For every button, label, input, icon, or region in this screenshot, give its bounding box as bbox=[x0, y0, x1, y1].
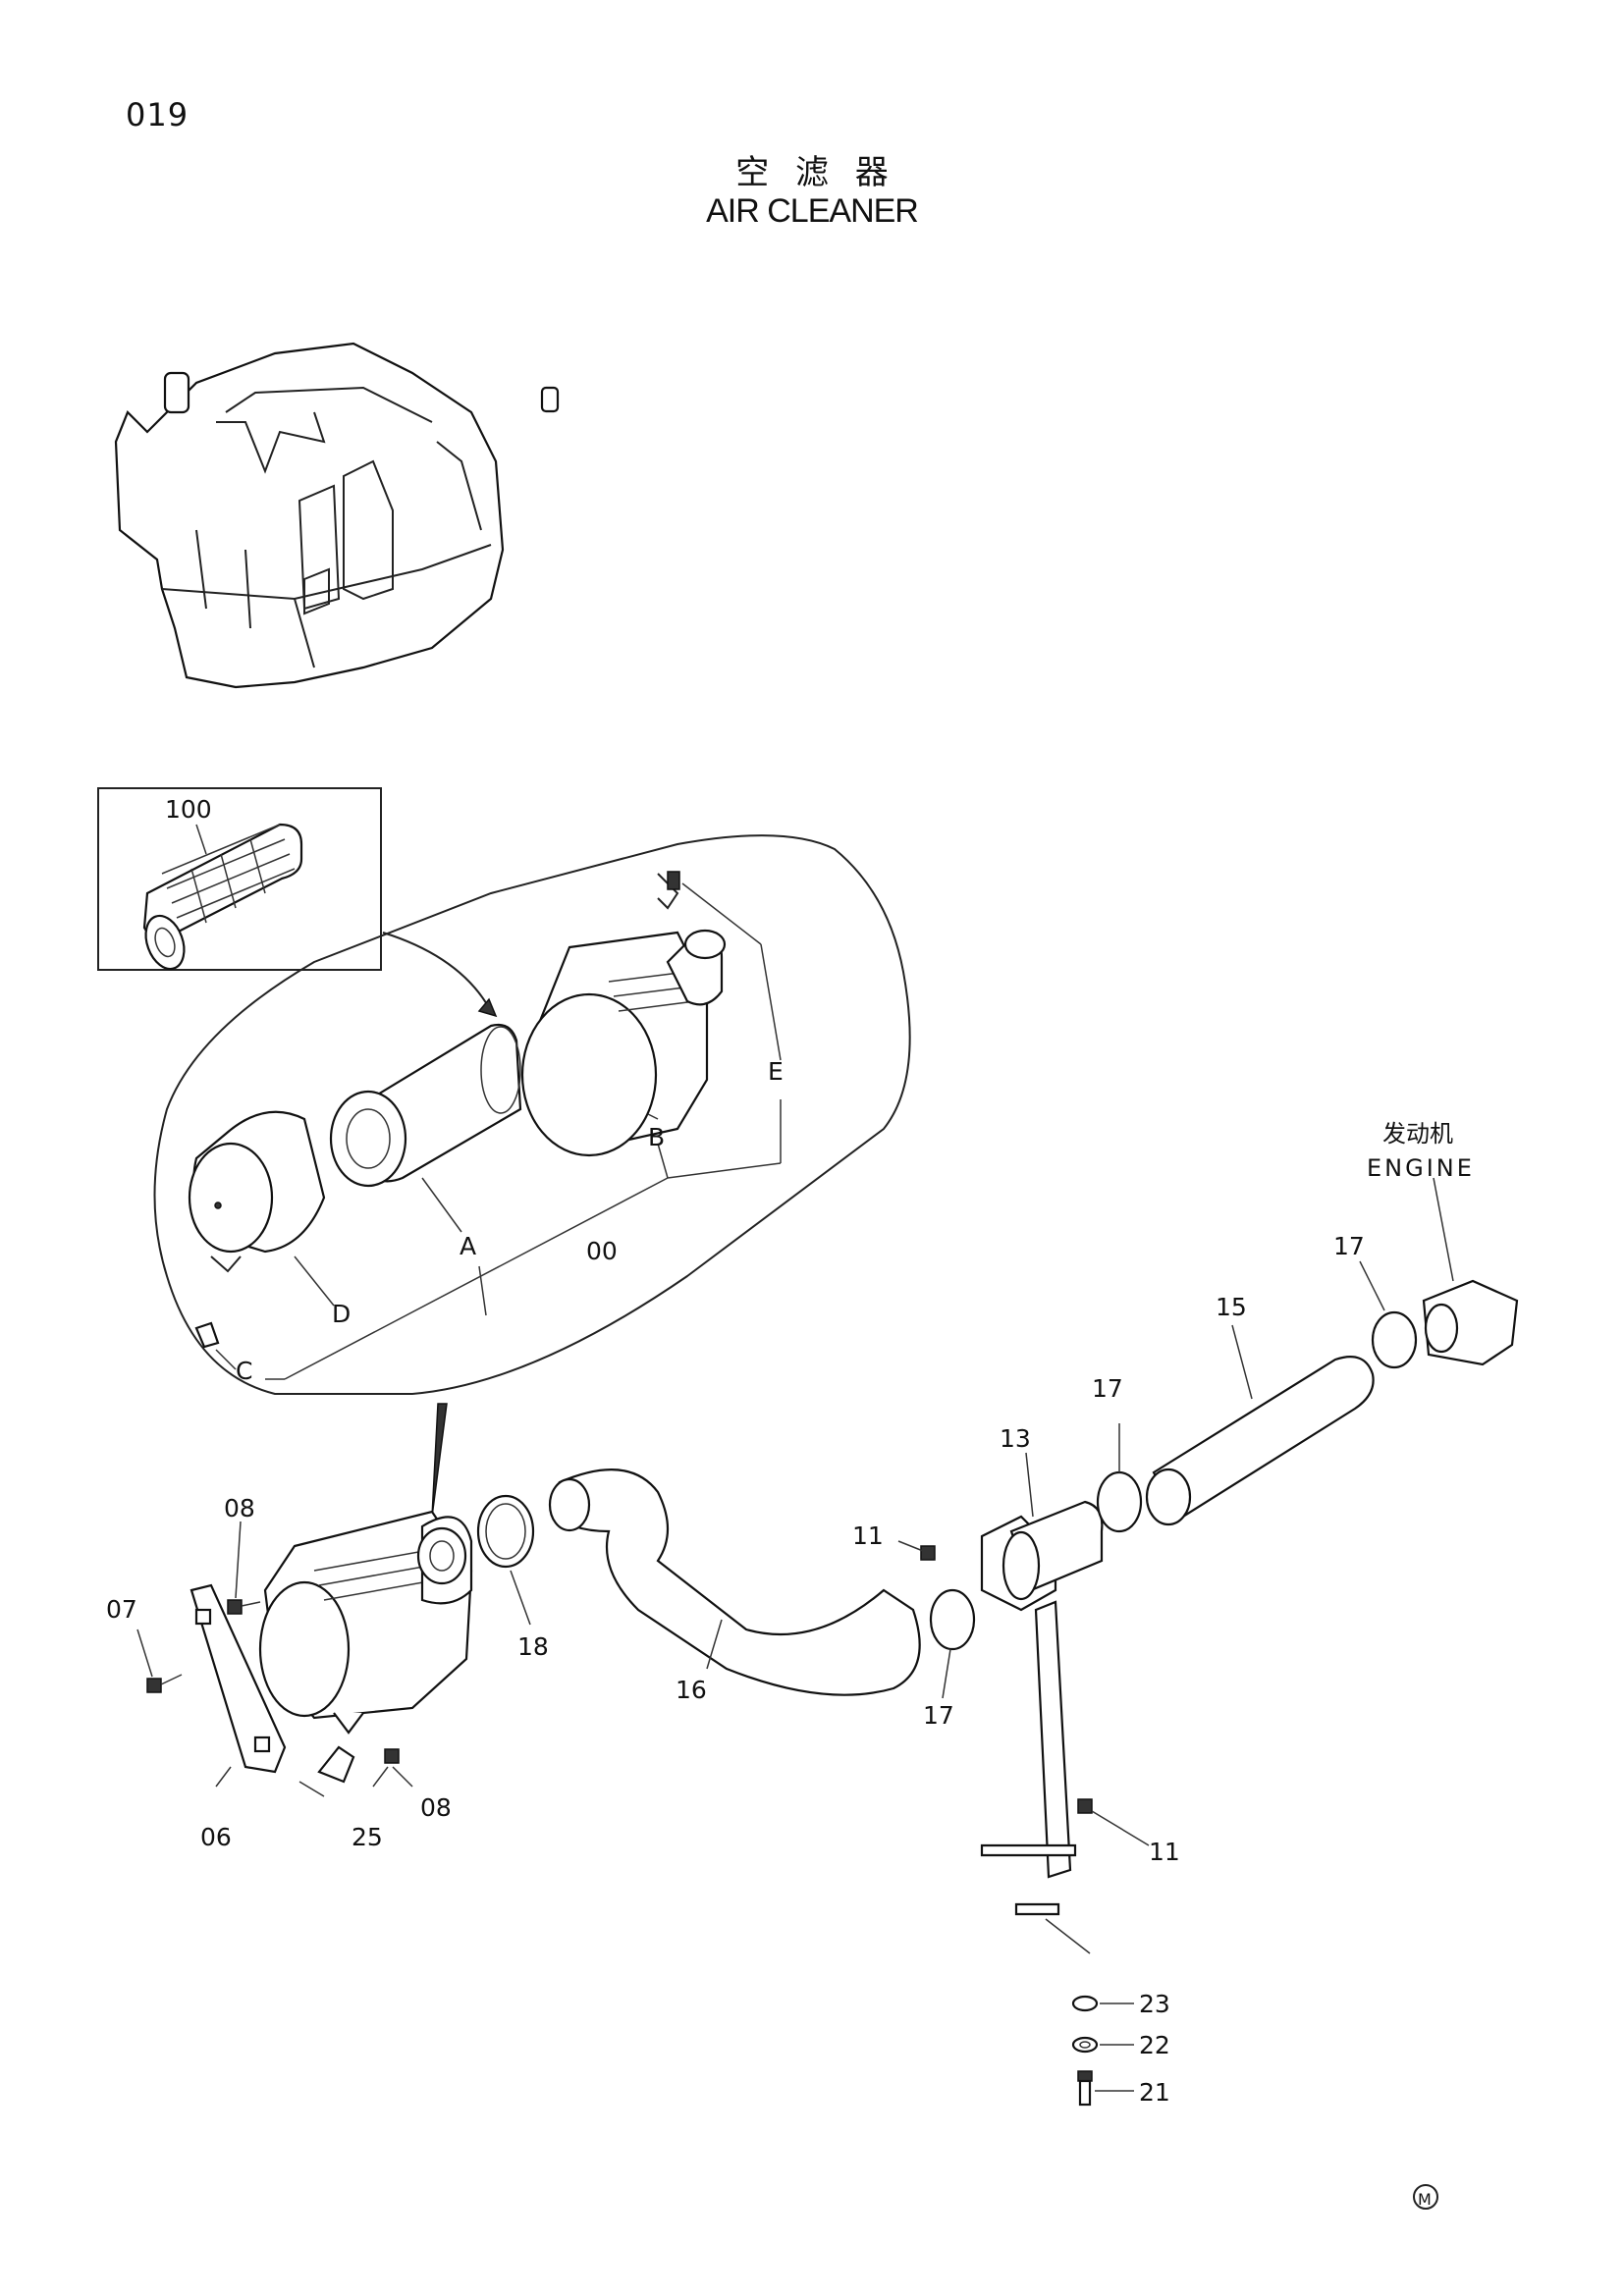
callout-B: B bbox=[648, 1123, 665, 1151]
callout-06: 06 bbox=[200, 1823, 232, 1851]
callout-22: 22 bbox=[1139, 2031, 1170, 2059]
fasteners-21-23 bbox=[1071, 1995, 1134, 2107]
callout-18: 18 bbox=[517, 1632, 549, 1661]
callout-08-upper: 08 bbox=[224, 1494, 255, 1522]
callout-E: E bbox=[768, 1057, 784, 1086]
engine-label-english: ENGINE bbox=[1367, 1154, 1475, 1182]
excavator-overview-illustration bbox=[114, 342, 560, 689]
page-number: 019 bbox=[126, 96, 189, 133]
callout-C: C bbox=[236, 1357, 252, 1385]
manufacturer-mark-letter: M bbox=[1418, 2190, 1432, 2209]
exploded-view-outline bbox=[153, 834, 911, 1395]
callout-08-lower: 08 bbox=[420, 1793, 452, 1822]
callout-D: D bbox=[332, 1300, 351, 1328]
manufacturer-mark: M bbox=[1413, 2184, 1438, 2210]
engine-label-chinese: 发动机 bbox=[1382, 1120, 1453, 1148]
callout-00: 00 bbox=[586, 1237, 618, 1265]
callout-17-upper: 17 bbox=[1333, 1232, 1365, 1260]
exploded-leaders: E B A 00 D C bbox=[215, 882, 784, 1385]
callout-11-lower: 11 bbox=[1149, 1838, 1180, 1866]
callout-17-lower: 17 bbox=[923, 1701, 954, 1730]
callout-17-middle: 17 bbox=[1092, 1374, 1123, 1403]
callout-100: 100 bbox=[165, 795, 212, 824]
callout-23: 23 bbox=[1139, 1990, 1170, 2018]
callout-07: 07 bbox=[106, 1595, 137, 1624]
callout-13: 13 bbox=[1000, 1424, 1031, 1453]
title-chinese: 空 滤 器 bbox=[735, 153, 896, 192]
engine-label: 发动机 ENGINE bbox=[1367, 1120, 1475, 1182]
assembly-arrow bbox=[431, 1403, 448, 1518]
hose-16 bbox=[548, 1468, 921, 1696]
callout-25: 25 bbox=[352, 1823, 383, 1851]
callout-15: 15 bbox=[1216, 1293, 1247, 1321]
callout-21: 21 bbox=[1139, 2078, 1170, 2107]
title-english: AIR CLEANER bbox=[706, 192, 919, 230]
callout-16: 16 bbox=[676, 1676, 707, 1704]
inset-box: 100 bbox=[97, 787, 382, 971]
callout-A: A bbox=[460, 1232, 476, 1260]
pipe-support-13 bbox=[920, 1279, 1519, 1954]
lower-callouts: 08 07 06 25 08 18 16 11 17 13 17 15 17 1… bbox=[106, 1177, 1454, 2107]
callout-11-upper: 11 bbox=[852, 1522, 884, 1550]
exploded-parts bbox=[188, 871, 727, 1349]
assembled-air-cleaner bbox=[146, 1494, 535, 1797]
